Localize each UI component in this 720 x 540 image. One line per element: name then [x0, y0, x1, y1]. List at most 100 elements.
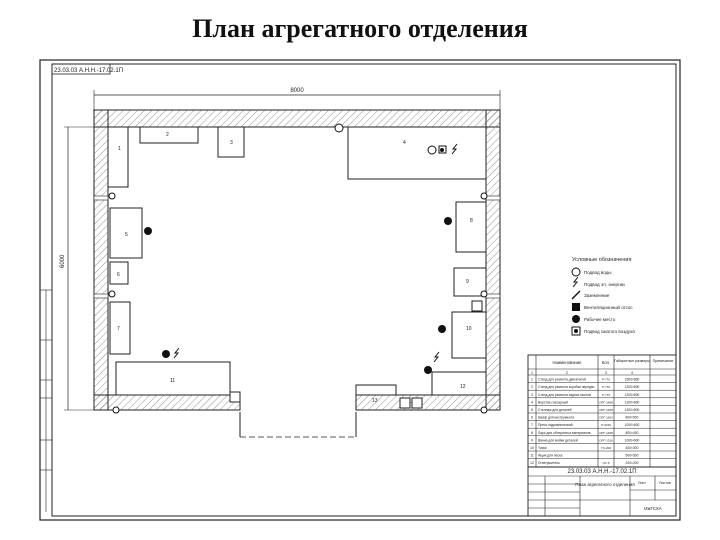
spec-cell-n: 3: [531, 393, 533, 397]
equipment-label: 13: [372, 398, 378, 404]
spec-cell-dims: 400×300: [626, 446, 639, 450]
stamp-box: [51, 63, 111, 75]
spec-cell-qty: ОРГ-1468: [599, 400, 613, 404]
stamp-code: 23.03.03 А.Н.Н.-17.02.1П: [54, 68, 123, 74]
spec-cell-dims: 800×500: [626, 416, 639, 420]
spec-cell-n: 10: [530, 446, 534, 450]
spec-cell-dims: 800×400: [626, 431, 639, 435]
spec-cell-n: 4: [531, 400, 533, 404]
spec-cell-n: 7: [531, 423, 533, 427]
ground-icon: [108, 192, 116, 200]
power-outlet-icon: [144, 227, 152, 235]
spec-cell-dims: 1400×500: [625, 408, 640, 412]
spec-cell-dims: 500×500: [626, 454, 639, 458]
equipment-stand-left-2: [109, 301, 131, 355]
equipment-label: 4: [403, 140, 406, 146]
spec-cell-qty: Р-775: [602, 393, 610, 397]
spec-column-number: 2: [566, 371, 568, 375]
equipment-label: 10: [466, 326, 472, 332]
equipment-label: 1: [118, 146, 121, 152]
spec-cell-qty: ОРГ-1468: [599, 431, 613, 435]
spec-cell-name: Стеллаж для деталей: [538, 408, 572, 412]
spec-cell-qty: Р-776: [602, 385, 610, 389]
spec-cell-n: 12: [530, 461, 534, 465]
equipment-ladder: [355, 384, 397, 396]
equipment-box-left: [109, 261, 129, 285]
equipment-bin: [471, 300, 483, 312]
utility-symbols: [108, 123, 488, 414]
equipment-bench-top: [139, 126, 199, 144]
spec-cell-n: 11: [530, 454, 534, 458]
legend: Условные обозначения Подвод воды Подвод …: [571, 257, 635, 336]
equipment-label: 2: [166, 132, 169, 138]
equipment-cabinet: [107, 126, 129, 188]
room-walls: [93, 109, 501, 411]
page-title: План агрегатного отделения: [192, 14, 528, 43]
power-outlet-icon: [427, 145, 437, 155]
equipment-label: 7: [117, 326, 120, 332]
spec-cell-qty: ОУ-5: [603, 461, 610, 465]
spec-cell-name: Стенд для ремонта коробки передач: [538, 385, 595, 389]
equipment-label: 5: [125, 232, 128, 238]
spec-cell-n: 9: [531, 438, 533, 442]
equipment-label: 8: [470, 218, 473, 224]
spec-cell-qty: ТС-200: [601, 446, 611, 450]
height-dimension-value: 6000: [60, 254, 66, 268]
ground-icon: [571, 290, 581, 300]
spec-cell-dims: 200×200: [626, 461, 639, 465]
vent-icon: [572, 303, 580, 311]
legend-item-label: Рабочее место: [584, 317, 616, 322]
spec-cell-name: Ванна для мойки деталей: [538, 438, 578, 442]
ground-icon: [480, 192, 488, 200]
power-outlet-icon: [444, 217, 452, 225]
spec-cell-qty: ОРГ-1603: [599, 416, 613, 420]
spec-cell-dims: 1200×800: [625, 385, 640, 389]
legend-item-label: Подвод эл. энергии: [584, 282, 625, 287]
spec-cell-n: 8: [531, 431, 533, 435]
plug-icon: [451, 143, 458, 155]
title-block-org: ИжГСХА: [644, 506, 661, 511]
spec-cell-dims: 1200×800: [625, 400, 640, 404]
spec-cell-n: 1: [531, 378, 533, 382]
plug-icon: [433, 351, 440, 363]
title-block-sheet: Лист: [638, 481, 646, 485]
spec-cell-name: Шкаф для инструмента: [538, 416, 574, 420]
equipment-stand-left: [109, 207, 143, 259]
legend-item-label: Вентиляционный отсос: [584, 304, 633, 310]
plug-icon: [572, 276, 579, 288]
equipment-label: 6: [117, 272, 120, 278]
spec-cell-n: 5: [531, 408, 533, 412]
vent-icon: [334, 123, 344, 133]
plug-icon: [173, 347, 180, 359]
spec-header: Кол.: [602, 360, 610, 365]
spec-cell-name: Стенд для ремонта задних мостов: [538, 393, 591, 397]
equipment-stand-right-2: [451, 311, 487, 359]
title-block: [527, 466, 677, 517]
equipment: [107, 126, 487, 409]
spec-cell-qty: ОРГ-1316: [599, 438, 613, 442]
spec-cell-n: 6: [531, 416, 533, 420]
spec-cell-qty: Р-770: [602, 378, 610, 382]
power-outlet-icon: [438, 325, 446, 333]
equipment-label: 3: [230, 140, 233, 146]
spec-cell-name: Огнетушитель: [538, 461, 560, 465]
power-outlet-icon: [162, 350, 170, 358]
spec-cell-dims: 1000×600: [625, 423, 640, 427]
equipment-extinguisher: [411, 397, 423, 409]
equipment-small-box: [229, 391, 241, 403]
spec-column-number: 3: [605, 371, 607, 375]
equipment-label: 11: [170, 378, 175, 384]
equipment-sand-box: [399, 397, 411, 409]
legend-item-label: Подвод сжатого воздуха: [584, 329, 635, 334]
equipment-label: 9: [466, 279, 469, 285]
spec-cell-n: 2: [531, 385, 533, 389]
spec-cell-qty: ОРГ-1468: [599, 408, 613, 412]
ground-icon: [108, 290, 116, 298]
spec-cell-name: Тиски: [538, 446, 547, 450]
equipment-workbench: [115, 361, 231, 396]
spec-column-number: 4: [631, 371, 633, 375]
spec-cell-name: Ларь для обтирочных материалов: [538, 431, 591, 435]
title-block-code: 23.03.03 А.Н.Н.-17.02.1П: [567, 469, 636, 475]
spec-header: Наименование: [552, 360, 582, 365]
equipment-label: 12: [460, 384, 466, 390]
